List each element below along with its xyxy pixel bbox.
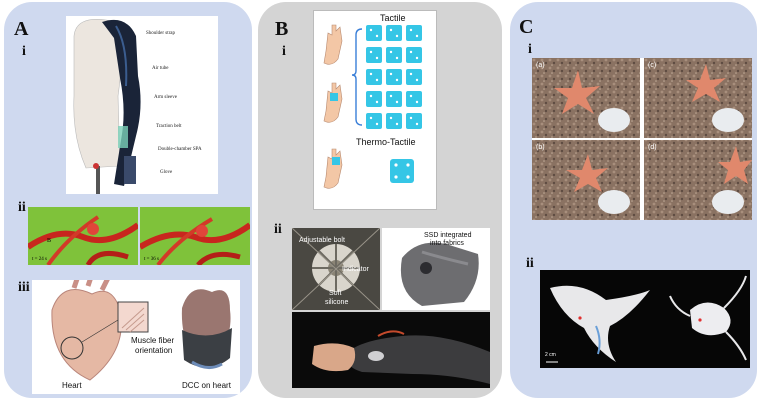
panel-a: A i Shoulder strap Air tube Arm sleeve T…	[4, 2, 252, 398]
callout-into-fabrics: into fabrics	[430, 240, 464, 247]
frame-c-label: (c)	[648, 62, 657, 69]
time-left: t = 24 s	[32, 257, 47, 262]
frame-d-label: (d)	[648, 144, 657, 151]
callout-glove: Glove	[160, 170, 173, 175]
ssd-device-photo: Adjustable bolt Indicator Soft silicone	[292, 228, 380, 310]
soft-robot-photo: 2 cm	[540, 270, 750, 368]
callout-air-tube: Air tube	[152, 66, 169, 71]
heart-photo: Heart Muscle fiber orientation DCC on he…	[32, 280, 240, 394]
exosleeve-photo: Shoulder strap Air tube Arm sleeve Tract…	[66, 16, 218, 194]
callout-traction-belt: Traction belt	[156, 124, 182, 129]
tactile-figure: Tactile	[313, 10, 437, 210]
ssd-device-illustration	[292, 228, 380, 310]
ssd-fabric-photo: SSD integrated into fabrics	[382, 228, 490, 310]
frame-a-label: (a)	[536, 62, 545, 69]
panel-b-ii-label: ii	[274, 222, 282, 237]
callout-adjustable-bolt: Adjustable bolt	[299, 237, 345, 244]
vessel-drawing-right	[140, 217, 250, 265]
tactile-illustration	[323, 24, 422, 189]
starfish-illustration	[532, 58, 752, 220]
thermo-tactile-title: Thermo-Tactile	[356, 137, 416, 147]
vessel-drawing-left	[28, 215, 138, 265]
callout-double-chamber-spa: Double-chamber SPA	[158, 147, 202, 152]
caption-heart: Heart	[62, 381, 82, 390]
starfish-grid: (a) (c) (b) (d)	[532, 58, 752, 220]
callout-silicone: silicone	[325, 299, 349, 306]
exosleeve-illustration	[73, 19, 141, 194]
callout-shoulder-strap: Shoulder strap	[146, 31, 176, 36]
panel-b-i-label: i	[282, 44, 286, 59]
panel-c-i-label: i	[528, 42, 532, 57]
panel-a-ii-label: ii	[18, 200, 26, 215]
finger-illustration	[312, 330, 490, 384]
callout-indicator: Indicator	[342, 266, 369, 273]
scale-bar-label: 2 cm	[545, 352, 556, 358]
panel-a-i-label: i	[22, 44, 26, 59]
frame-b-label: (b)	[536, 144, 545, 151]
vessel-frame-right: t = 36 s	[140, 207, 250, 265]
callout-ssd-integrated: SSD integrated	[424, 232, 472, 239]
panel-c: C i	[510, 2, 757, 398]
vessel-marker-b: B	[47, 238, 52, 244]
caption-muscle-fiber-1: Muscle fiber	[131, 336, 175, 345]
callout-arm-sleeve: Arm sleeve	[154, 95, 177, 100]
heart-illustration	[51, 280, 232, 381]
caption-muscle-fiber-2: orientation	[135, 346, 173, 355]
time-right: t = 36 s	[144, 257, 159, 262]
panel-b-letter: B	[275, 18, 289, 40]
panel-a-iii-label: iii	[18, 280, 30, 295]
vessel-frame-left: B t = 24 s	[28, 207, 138, 265]
panel-a-letter: A	[14, 18, 29, 40]
finger-photo	[292, 312, 490, 388]
tactile-title: Tactile	[380, 13, 406, 23]
panel-c-ii-label: ii	[526, 256, 534, 271]
soft-robot-illustration	[546, 275, 747, 363]
caption-dcc-on-heart: DCC on heart	[182, 381, 231, 390]
panel-b: B i Tactile	[258, 2, 502, 398]
ssd-fabric-illustration	[400, 242, 479, 306]
callout-soft: Soft	[329, 290, 342, 297]
panel-c-letter: C	[519, 16, 534, 38]
